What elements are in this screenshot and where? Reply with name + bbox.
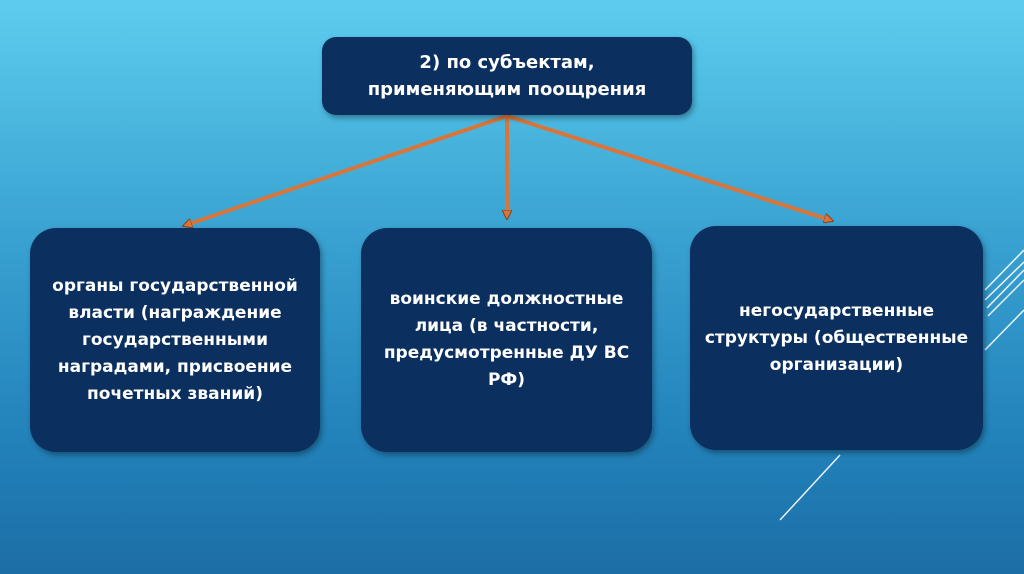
node-text: воинские должностные лица (в частности, … [383,289,630,390]
connector-arrows [186,114,830,225]
arrow-left [186,114,508,225]
root-node: 2) по субъектам, применяющим поощрения [322,37,692,115]
arrow-right [506,114,830,220]
node-military-officials: воинские должностные лица (в частности, … [361,228,652,452]
decorative-lines [779,249,1024,521]
node-text: негосударственные структуры (общественны… [704,300,969,375]
node-text: органы государственной власти (награжден… [52,275,298,404]
root-line-1: 2) по субъектам, [419,52,595,73]
node-state-authorities: органы государственной власти (награжден… [30,228,320,452]
node-non-state-structures: негосударственные структуры (общественны… [690,226,983,450]
root-line-2: применяющим поощрения [367,79,647,100]
